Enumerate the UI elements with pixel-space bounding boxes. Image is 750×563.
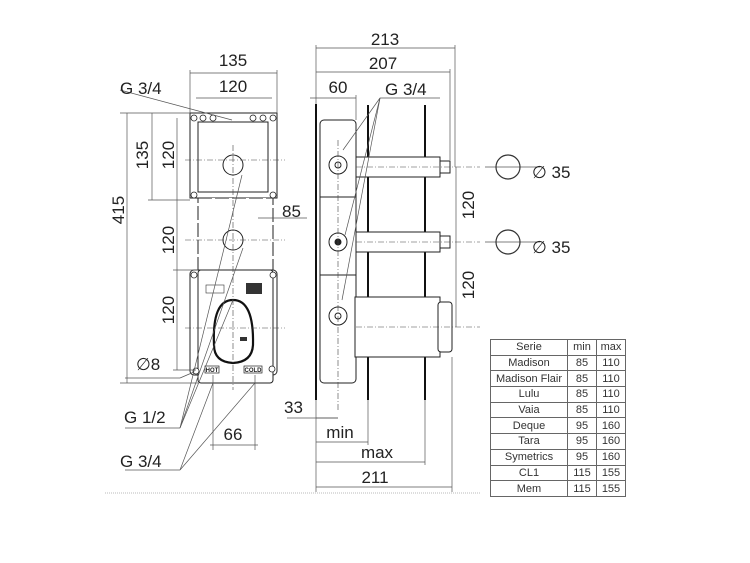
thread-top-label: G 3/4 [120,79,162,98]
side-view: 213 207 60 G 3/4 120 120 ∅ 35 ∅ 35 33 mi… [284,30,570,492]
cold-label: COLD [245,368,263,374]
serie-cell: CL1 [490,464,568,482]
min-cell: 115 [567,480,597,497]
dim-211: 211 [361,468,388,487]
diameter-circle-lower [495,229,521,255]
max-cell: 160 [596,433,626,450]
dim-120-upper: 120 [459,191,478,219]
dia-lower: ∅ 35 [532,238,570,257]
dim-module-3: 120 [159,296,178,324]
serie-cell: Lulu [490,386,568,403]
min-cell: 85 [567,370,597,388]
max-cell: 160 [596,417,626,435]
table-header: Serie min max [490,339,626,356]
max-cell: 155 [596,464,626,482]
min-cell: 95 [567,433,597,450]
max-cell: 110 [596,401,626,419]
min-cell: 95 [567,448,597,466]
front-view: HOT COLD 135 120 G 3/4 415 135 120 120 1… [109,51,307,471]
serie-cell: Deque [490,417,568,435]
min-label: min [326,423,353,442]
hot-label: HOT [206,368,219,374]
dim-offset: 85 [282,202,301,221]
min-cell: 85 [567,354,597,372]
dim-module-2: 120 [159,226,178,254]
dim-207: 207 [369,54,397,73]
dim-60: 60 [329,78,348,97]
dim-213: 213 [371,30,399,49]
min-cell: 85 [567,386,597,403]
dim-height-top: 135 [133,141,152,169]
header-max: max [596,339,626,356]
thermostat-outline [212,298,255,365]
min-cell: 115 [567,464,597,482]
min-cell: 85 [567,401,597,419]
dim-hole: ∅8 [136,355,160,374]
min-cell: 95 [567,417,597,435]
max-cell: 110 [596,386,626,403]
diameter-circle-upper [495,154,521,180]
dim-width-inner: 120 [219,77,247,96]
dim-width-outer: 135 [219,51,247,70]
serie-cell: Symetrics [490,448,568,466]
serie-cell: Madison [490,354,568,372]
max-cell: 110 [596,354,626,372]
header-min: min [567,339,597,356]
serie-cell: Tara [490,433,568,450]
dim-33: 33 [284,398,303,417]
serie-cell: Vaia [490,401,568,419]
header-serie: Serie [490,339,568,356]
thread-side-label: G 3/4 [385,80,427,99]
max-cell: 110 [596,370,626,388]
dim-inlet-spacing: 66 [224,425,243,444]
max-label: max [361,443,394,462]
serie-cell: Mem [490,480,568,497]
max-cell: 160 [596,448,626,466]
serie-cell: Madison Flair [490,370,568,388]
dim-module-1: 120 [159,141,178,169]
dim-height-total: 415 [109,196,128,224]
thread-bottom-label: G 3/4 [120,452,162,471]
max-cell: 155 [596,480,626,497]
dim-120-lower: 120 [459,271,478,299]
dia-upper: ∅ 35 [532,163,570,182]
thread-half-label: G 1/2 [124,408,166,427]
